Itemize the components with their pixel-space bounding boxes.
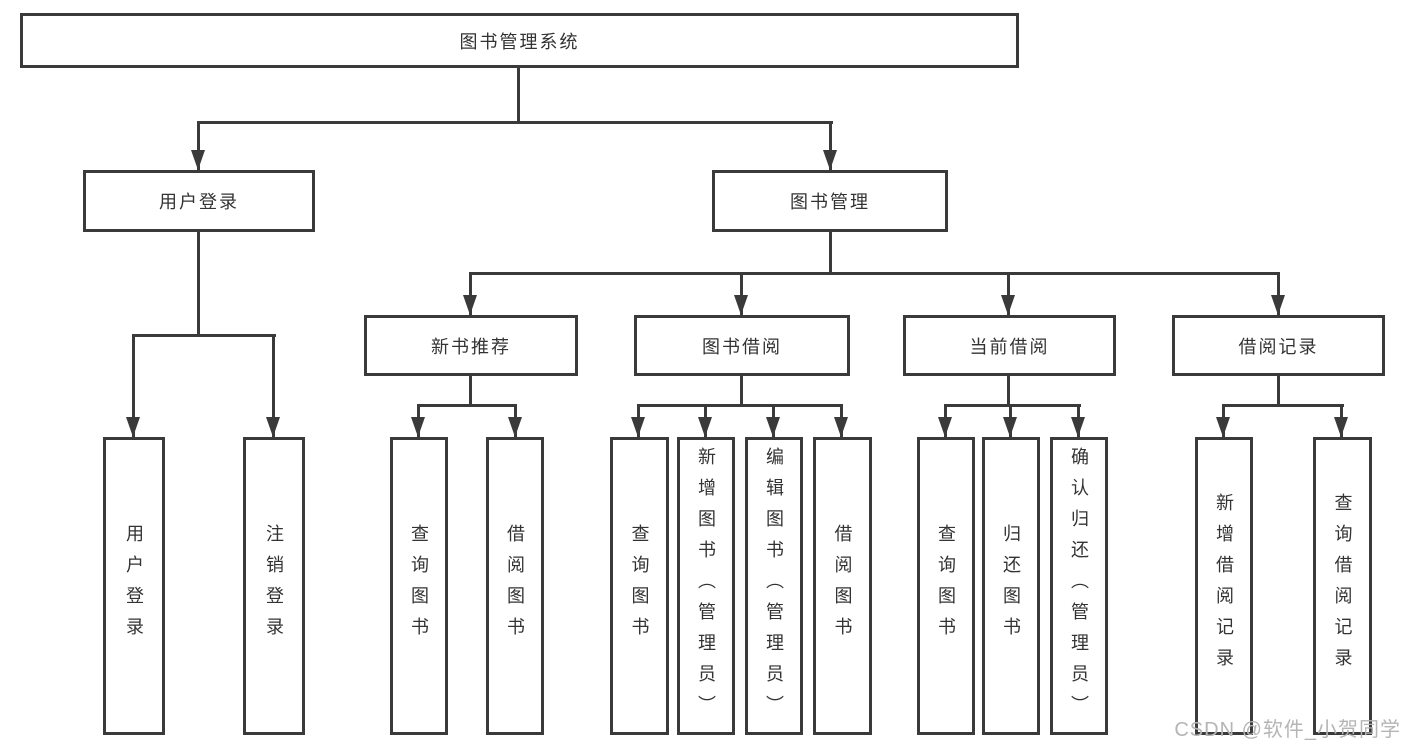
csdn-watermark: CSDN @软件_小贺同学 bbox=[1174, 719, 1401, 741]
leaf-label: 借阅图书 bbox=[505, 524, 525, 648]
leaf-query-books-borrowing: 查询图书 bbox=[610, 437, 669, 735]
connector-line bbox=[740, 375, 743, 407]
leaf-query-books-recommend: 查询图书 bbox=[390, 437, 448, 735]
connector-line bbox=[1277, 375, 1280, 407]
arrow-down-icon bbox=[191, 121, 205, 170]
leaf-label: 查询图书 bbox=[409, 524, 429, 648]
leaf-query-books-current: 查询图书 bbox=[917, 437, 975, 735]
leaf-label: 查询图书 bbox=[629, 524, 650, 648]
arrow-down-icon bbox=[766, 404, 780, 437]
connector-line bbox=[1222, 404, 1344, 407]
connector-line bbox=[197, 121, 833, 124]
node-label: 图书借阅 bbox=[702, 336, 782, 357]
node-label: 借阅记录 bbox=[1238, 336, 1319, 357]
leaf-return-books: 归还图书 bbox=[982, 437, 1040, 735]
arrow-down-icon bbox=[1271, 272, 1285, 315]
leaf-edit-book-admin: 编辑图书（管理员） bbox=[745, 437, 803, 735]
leaf-label: 归还图书 bbox=[1001, 524, 1021, 648]
leaf-add-borrow-record: 新增借阅记录 bbox=[1195, 437, 1253, 735]
connector-line bbox=[197, 232, 200, 337]
leaf-label: 借阅图书 bbox=[832, 524, 853, 648]
arrow-down-icon bbox=[1071, 404, 1085, 437]
leaf-label: 用户登录 bbox=[124, 524, 144, 648]
leaf-confirm-return-admin: 确认归还（管理员） bbox=[1050, 437, 1108, 735]
leaf-query-borrow-record: 查询借阅记录 bbox=[1313, 437, 1372, 735]
leaf-label: 查询图书 bbox=[936, 524, 956, 648]
node-book-borrowing: 图书借阅 bbox=[634, 315, 850, 376]
connector-line bbox=[469, 272, 1280, 275]
leaf-add-book-admin: 新增图书（管理员） bbox=[677, 437, 735, 735]
node-label: 新书推荐 bbox=[431, 336, 511, 357]
leaf-label: 查询借阅记录 bbox=[1332, 493, 1353, 679]
node-borrowing-records: 借阅记录 bbox=[1172, 315, 1385, 376]
arrow-down-icon bbox=[1001, 272, 1015, 315]
leaf-borrow-books-recommend: 借阅图书 bbox=[486, 437, 544, 735]
leaf-borrow-books-borrowing: 借阅图书 bbox=[813, 437, 872, 735]
connector-line bbox=[469, 375, 472, 407]
arrow-down-icon bbox=[823, 121, 837, 170]
leaf-label: 确认归还（管理员） bbox=[1069, 446, 1089, 726]
arrow-down-icon bbox=[126, 334, 140, 437]
node-label: 图书管理 bbox=[790, 192, 870, 212]
connector-line bbox=[417, 404, 517, 407]
arrow-down-icon bbox=[834, 404, 848, 437]
arrow-down-icon bbox=[1334, 404, 1348, 437]
leaf-label: 新增借阅记录 bbox=[1214, 493, 1234, 679]
arrow-down-icon bbox=[411, 404, 425, 437]
leaf-label: 新增图书（管理员） bbox=[696, 446, 716, 726]
node-new-book-recommend: 新书推荐 bbox=[364, 315, 578, 376]
leaf-user-login: 用户登录 bbox=[103, 437, 165, 735]
arrow-down-icon bbox=[698, 404, 712, 437]
arrow-down-icon bbox=[734, 272, 748, 315]
node-book-management: 图书管理 bbox=[712, 170, 948, 232]
arrow-down-icon bbox=[1003, 404, 1017, 437]
connector-line bbox=[944, 404, 1081, 407]
arrow-down-icon bbox=[463, 272, 477, 315]
arrow-down-icon bbox=[631, 404, 645, 437]
leaf-logout: 注销登录 bbox=[243, 437, 305, 735]
node-current-borrowing: 当前借阅 bbox=[903, 315, 1116, 376]
node-user-login: 用户登录 bbox=[83, 170, 315, 232]
connector-line bbox=[517, 66, 520, 124]
connector-line bbox=[829, 232, 832, 275]
connector-line bbox=[637, 404, 843, 407]
node-label: 图书管理系统 bbox=[459, 31, 580, 52]
arrow-down-icon bbox=[938, 404, 952, 437]
connector-line bbox=[1007, 375, 1010, 407]
node-root-library-system: 图书管理系统 bbox=[20, 13, 1019, 68]
leaf-label: 编辑图书（管理员） bbox=[764, 446, 784, 726]
connector-line bbox=[132, 334, 276, 337]
arrow-down-icon bbox=[1216, 404, 1230, 437]
arrow-down-icon bbox=[266, 334, 280, 437]
arrow-down-icon bbox=[508, 404, 522, 437]
node-label: 当前借阅 bbox=[969, 336, 1050, 357]
node-label: 用户登录 bbox=[159, 192, 239, 212]
leaf-label: 注销登录 bbox=[264, 524, 284, 648]
